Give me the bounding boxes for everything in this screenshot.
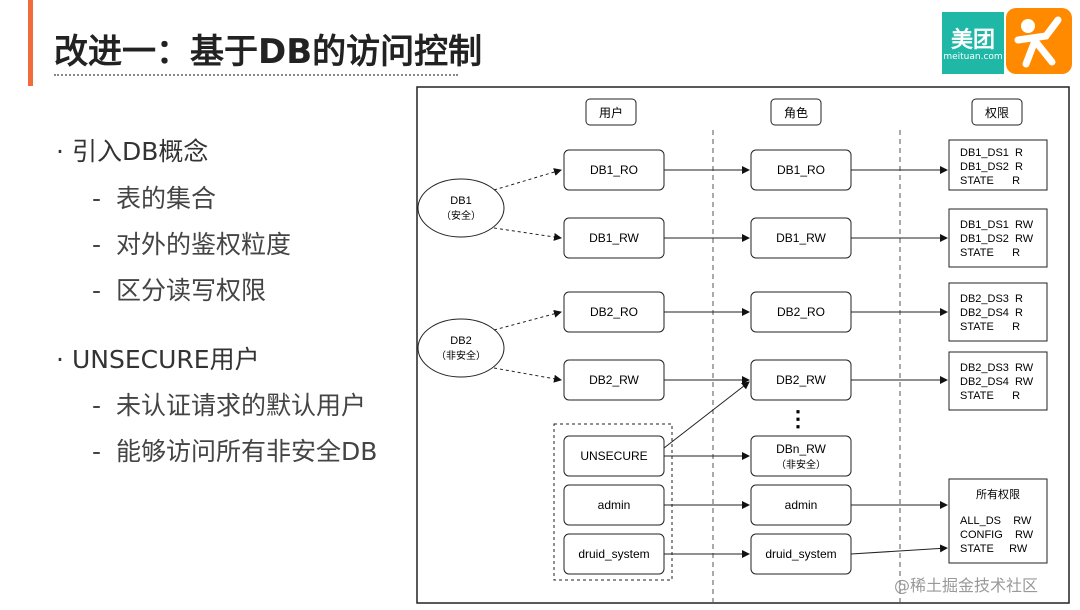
db2-to-user-rw-arrow	[493, 367, 562, 383]
perm-line: DB2_DS4 RW	[960, 376, 1034, 388]
perm-line: DB1_DS2 R	[960, 161, 1023, 173]
db1-secure-node	[417, 178, 505, 238]
perm-line: DB2_DS4 R	[960, 307, 1023, 319]
role-db1-rw: DB1_RW	[776, 231, 826, 245]
header-role-box	[770, 98, 822, 126]
perm-line: STATE R	[960, 175, 1020, 187]
perm-line: DB2_DS3 RW	[960, 362, 1034, 374]
role-ellipsis: ⋮	[787, 406, 809, 431]
perm-box-all	[948, 478, 1048, 564]
perm-line: DB2_DS3 R	[960, 293, 1023, 305]
sub-item: -区分读写权限	[92, 276, 267, 305]
sub-item: -对外的鉴权粒度	[92, 230, 292, 259]
role-druid-system: druid_system	[765, 547, 836, 561]
unsecure-group-box	[553, 423, 673, 581]
user-db2-rw: DB2_RW	[589, 373, 639, 387]
db2-sublabel: （非安全）	[436, 349, 486, 362]
title-accent-bar	[28, 0, 33, 86]
header-perm-box	[971, 98, 1023, 126]
perm-line: DB1_DS1 RW	[960, 219, 1034, 231]
db2-label: DB2	[450, 335, 471, 347]
header-role: 角色	[784, 106, 808, 120]
role-dbn-rw-sublabel: （非安全）	[776, 458, 826, 471]
db2-unsecure-node	[417, 318, 505, 378]
unsecure-to-db2-rw-arrow	[663, 381, 750, 449]
role-db2-rw: DB2_RW	[776, 373, 826, 387]
perm-box-db2-ro	[948, 282, 1048, 342]
user-db2-ro: DB2_RO	[590, 305, 638, 319]
role-db1-ro: DB1_RO	[777, 163, 825, 177]
bullet-unsecure-user: ·UNSECURE用户	[56, 345, 260, 374]
perm-line: ALL_DS RW	[960, 515, 1032, 527]
user-druid-system: druid_system	[578, 547, 649, 561]
perm-line: STATE R	[960, 321, 1020, 333]
perm-box-db1-ro	[948, 139, 1048, 191]
role-to-perm-arrow	[850, 544, 948, 555]
logo-figure-icon	[1006, 8, 1072, 74]
role-dbn-rw: DBn_RW	[776, 442, 826, 456]
perm-line: STATE R	[960, 247, 1020, 259]
user-db1-rw: DB1_RW	[589, 231, 639, 245]
slide-title: 改进一：基于DB的访问控制	[54, 32, 483, 72]
sub-item: -未认证请求的默认用户	[92, 391, 367, 420]
meituan-logo: 美团 meituan.com	[942, 12, 1004, 74]
access-control-diagram: 用户 角色 权限 DB1 （安全） DB2 （非安全） DB1_RO DB1_R…	[416, 86, 1070, 604]
header-user: 用户	[599, 105, 623, 120]
perm-line: STATE R	[960, 390, 1020, 402]
perm-box-db1-rw	[948, 208, 1048, 268]
perm-line: DB1_DS1 R	[960, 147, 1023, 159]
sub-item: -表的集合	[92, 184, 217, 213]
db1-label: DB1	[450, 195, 471, 207]
watermark: @稀土掘金技术社区	[894, 576, 1039, 595]
role-admin: admin	[785, 498, 818, 512]
db1-to-user-rw-arrow	[493, 227, 562, 241]
perm-line: CONFIG RW	[960, 529, 1034, 541]
header-user-box	[585, 98, 637, 126]
user-unsecure: UNSECURE	[580, 449, 647, 463]
user-db1-ro: DB1_RO	[590, 163, 638, 177]
perm-line: STATE RW	[960, 543, 1028, 555]
perm-all-title: 所有权限	[976, 487, 1020, 501]
sub-item: -能够访问所有非安全DB	[92, 437, 378, 466]
user-admin: admin	[598, 498, 631, 512]
perm-line: DB1_DS2 RW	[960, 233, 1034, 245]
logo-text: 美团	[950, 28, 995, 53]
title-underline	[54, 74, 458, 76]
bullet-db-concept: ·引入DB概念	[56, 137, 209, 166]
header-perm: 权限	[985, 106, 1009, 120]
logo-subtext: meituan.com	[943, 52, 1003, 62]
role-db2-ro: DB2_RO	[777, 305, 825, 319]
perm-box-db2-rw	[948, 351, 1048, 411]
role-dbn-rw-box	[750, 435, 852, 477]
db1-sublabel: （安全）	[441, 209, 481, 222]
